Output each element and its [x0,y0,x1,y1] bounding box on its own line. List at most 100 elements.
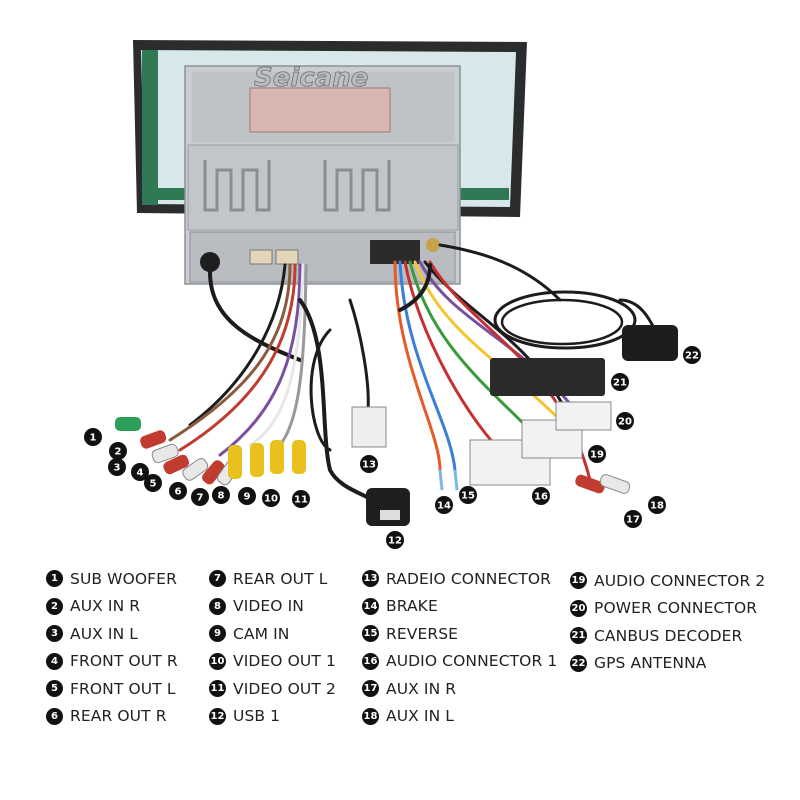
callout-badge-number: 15 [461,491,475,502]
callout-badge-number: 4 [137,468,144,479]
legend-label: RADEIO CONNECTOR [386,569,552,588]
legend-number-badge: 20 [570,599,587,617]
legend-item: 21 CANBUS DECODER [570,622,765,650]
callout-badge-number: 9 [244,492,251,503]
legend-number-badge: 17 [362,680,379,698]
callout-badge-12 [386,531,404,549]
callout-badge-number: 7 [197,493,204,504]
legend-number-badge: 21 [570,627,587,645]
callout-badge-2 [109,442,127,460]
callout-badge-5 [144,474,162,492]
legend-number-badge: 1 [46,570,63,588]
legend-item: 18 AUX IN L [362,703,557,731]
legend-label: GPS ANTENNA [594,654,707,673]
callout-badge-7 [191,488,209,506]
power-connector [555,401,612,431]
callout-badge-number: 1 [90,433,97,444]
legend-label: AUX IN L [70,624,139,643]
legend-label: FRONT OUT L [70,679,176,698]
callout-badge-10 [262,489,280,507]
callout-badge-number: 2 [115,447,122,458]
legend-number-badge: 13 [362,570,379,588]
callout-badge-6 [169,482,187,500]
legend-item: 8 VIDEO IN [209,593,336,621]
callout-badge-number: 3 [114,463,121,474]
legend-number-badge: 18 [362,707,379,725]
legend-number-badge: 6 [46,707,63,725]
legend-label: AUDIO CONNECTOR 1 [386,652,558,671]
callout-badge-number: 22 [685,351,699,362]
legend-label: AUX IN L [386,707,455,726]
legend-label: AUDIO CONNECTOR 2 [594,571,766,590]
callout-badge-19 [588,445,606,463]
callout-badge-9 [238,487,256,505]
legend-item: 19 AUDIO CONNECTOR 2 [570,567,765,595]
callout-badge-8 [212,486,230,504]
gps-antenna-puck [622,325,678,361]
callout-badge-18 [648,496,666,514]
legend-label: CANBUS DECODER [594,626,743,645]
legend-number-badge: 7 [209,570,226,588]
legend-label: AUX IN R [386,679,457,698]
brake-wire-tip [438,469,444,491]
canbus-decoder-box [490,358,605,396]
legend-number-badge: 14 [362,597,379,615]
legend-number-badge: 19 [570,572,587,590]
legend-label: REVERSE [386,624,459,643]
legend-number-badge: 8 [209,597,226,615]
callout-badge-number: 16 [534,492,548,503]
callout-badge-number: 19 [590,450,604,461]
callout-badge-14 [435,496,453,514]
legend-number-badge: 16 [362,652,379,670]
legend-label: BRAKE [386,597,438,616]
callout-badge-number: 18 [650,501,664,512]
legend-number-badge: 22 [570,654,587,672]
callout-badge-number: 10 [264,494,278,505]
callout-badge-16 [532,487,550,505]
callout-badge-number: 14 [437,501,451,512]
reverse-wire-tip [453,469,459,491]
callout-badge-number: 21 [613,378,627,389]
legend-number-badge: 5 [46,680,63,698]
legend-number-badge: 11 [209,680,226,698]
usb-plug [366,488,410,526]
callout-badge-number: 11 [294,495,308,506]
callout-badge-4 [131,463,149,481]
legend-item: 14 BRAKE [362,593,557,621]
callout-badge-number: 20 [618,417,632,428]
legend-item: 22 GPS ANTENNA [570,650,765,678]
legend-label: FRONT OUT R [70,652,178,671]
legend-label: VIDEO OUT 2 [233,679,336,698]
legend-label: REAR OUT L [233,569,328,588]
radio-connector [351,406,387,448]
legend-number-badge: 12 [209,707,226,725]
brand-logo: Seicane [254,63,368,93]
legend-item: 16 AUDIO CONNECTOR 1 [362,648,557,676]
legend-item: 13 RADEIO CONNECTOR [362,565,557,593]
legend-label: VIDEO IN [233,597,304,616]
callout-badge-number: 5 [150,479,157,490]
callout-badge-17 [624,510,642,528]
legend-number-badge: 10 [209,652,226,670]
legend-number-badge: 2 [46,597,63,615]
callout-badge-number: 12 [388,536,402,547]
callout-badge-22 [683,346,701,364]
callout-badge-21 [611,373,629,391]
callout-badge-20 [616,412,634,430]
legend-item: 11 VIDEO OUT 2 [209,675,336,703]
legend-item: 7 REAR OUT L [209,565,336,593]
legend-label: CAM IN [233,624,290,643]
